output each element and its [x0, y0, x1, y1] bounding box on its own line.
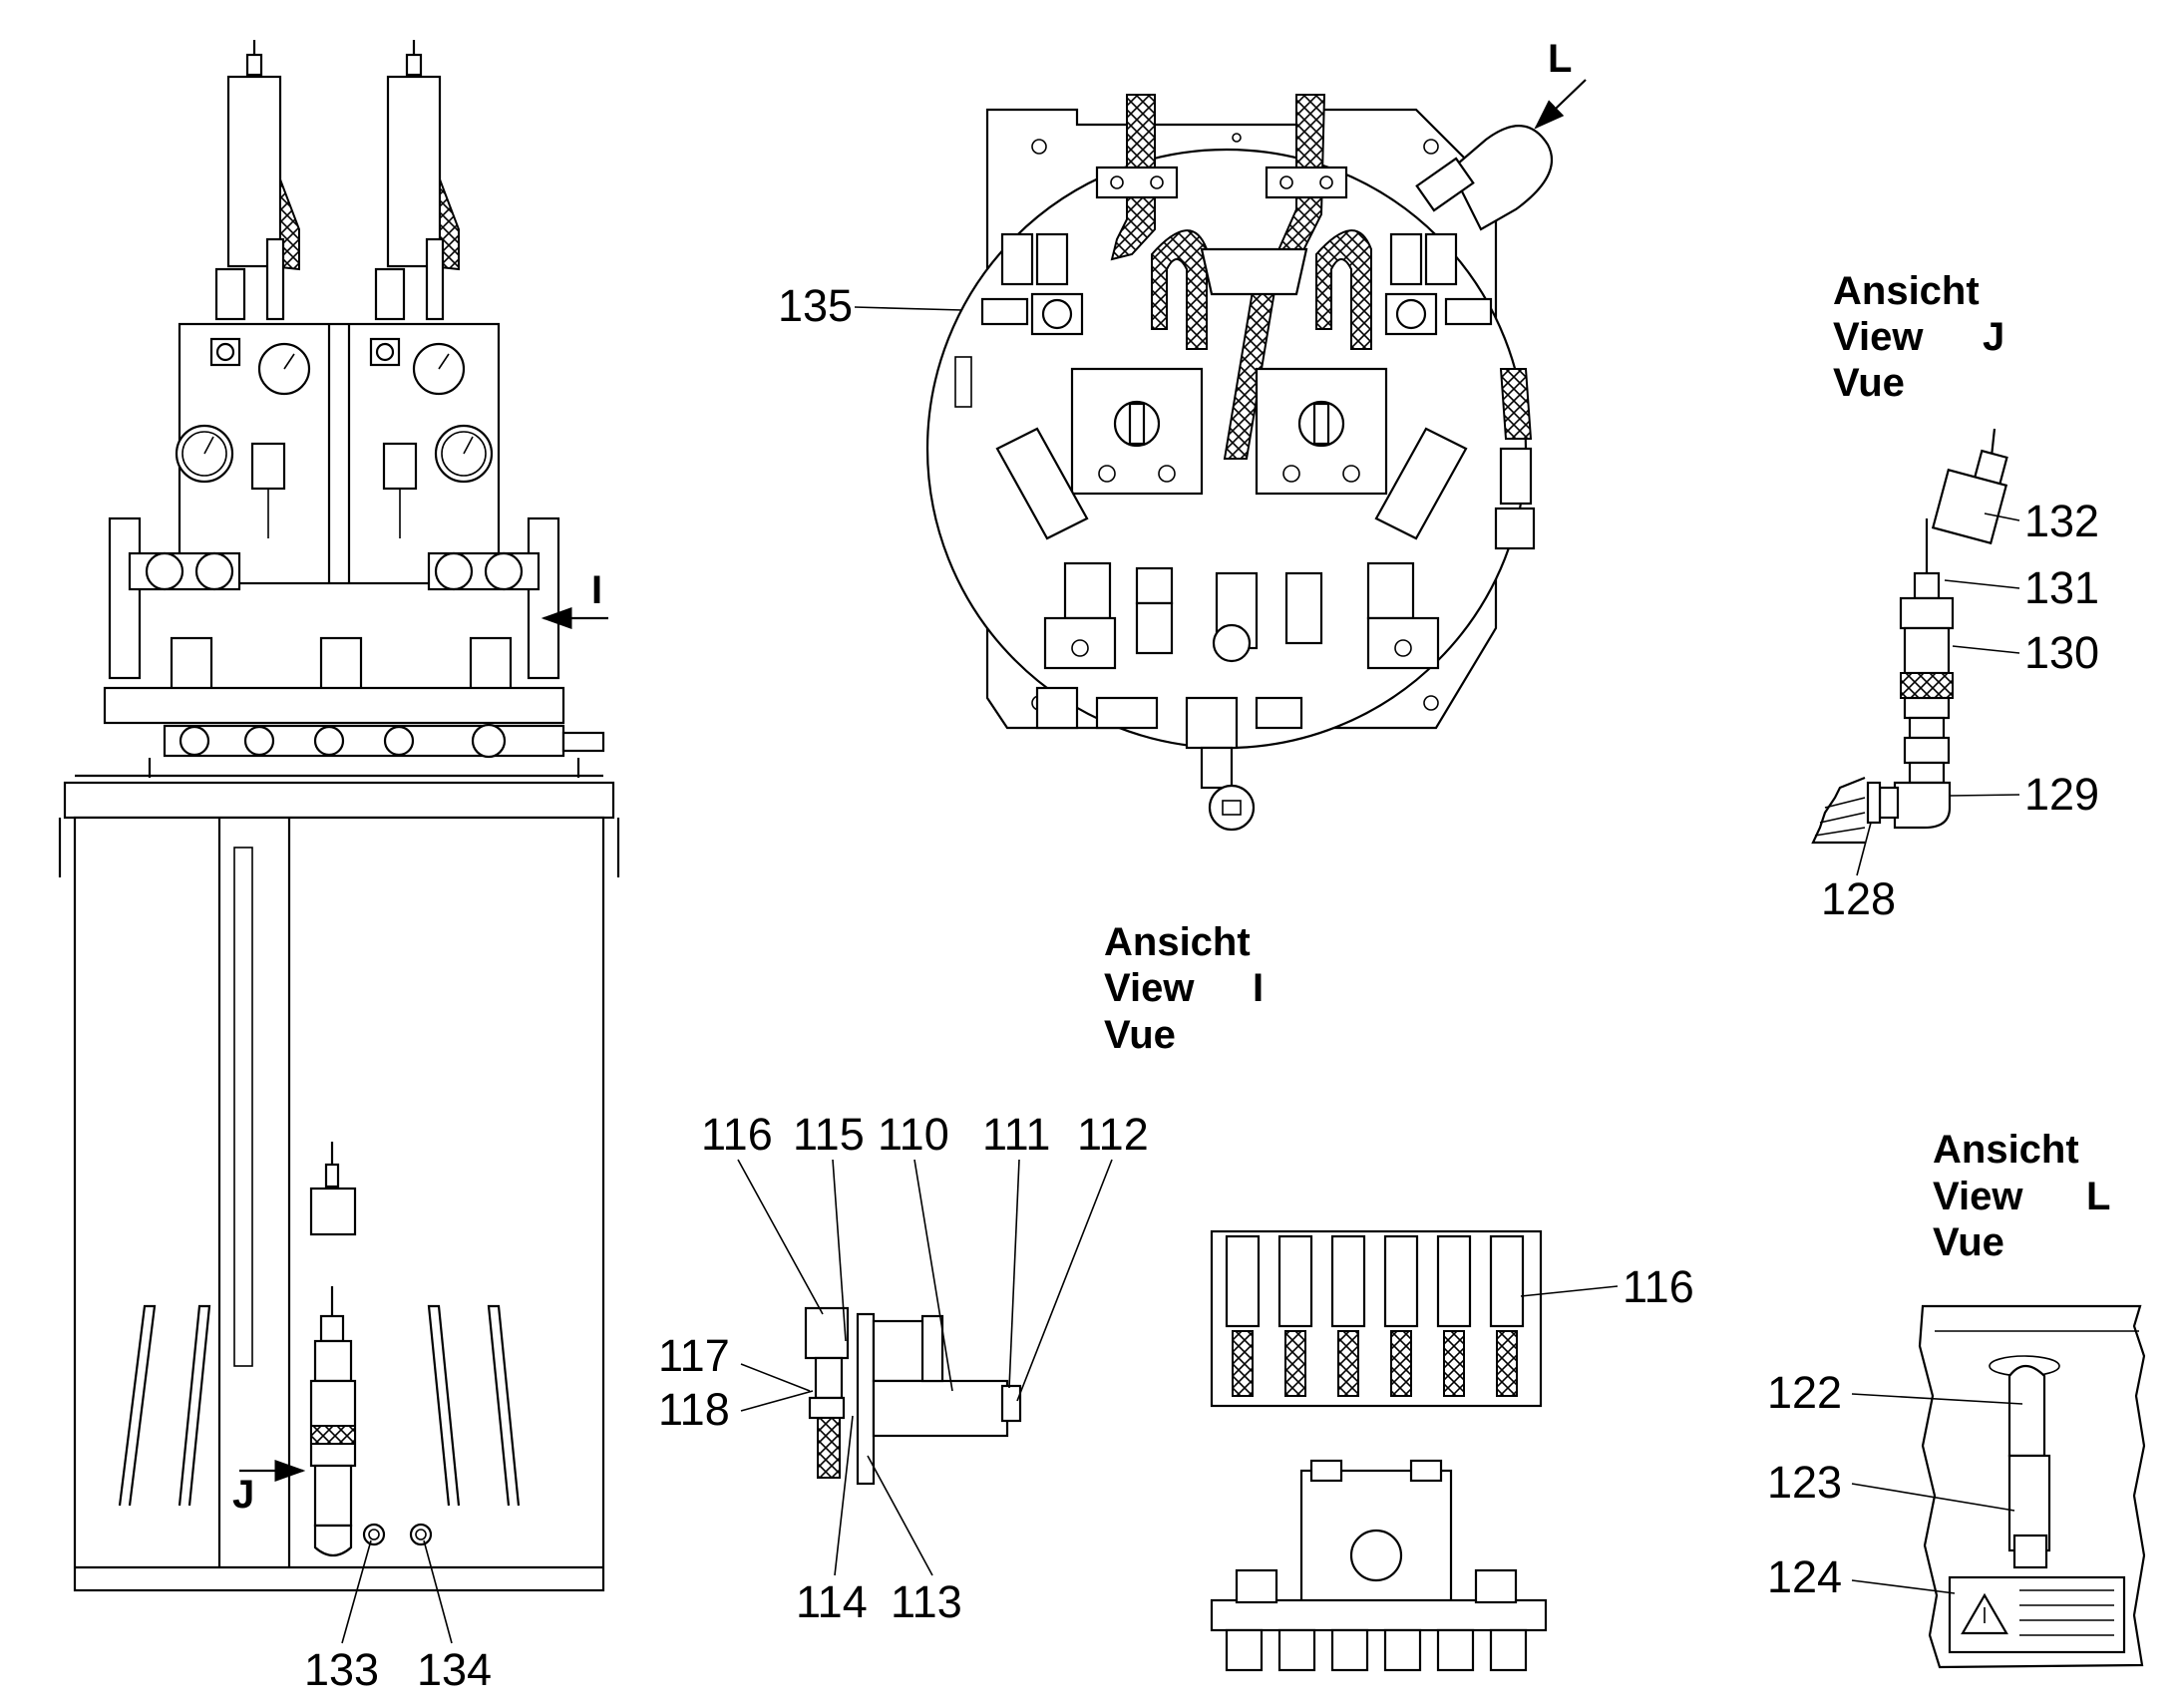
callout-118: 118 [658, 1384, 730, 1435]
callout-133: 133 [304, 1644, 379, 1695]
relay-bar [1210, 1229, 1548, 1672]
view-l-title-line3: Vue [1933, 1220, 2004, 1264]
view-j-title-line2: View [1833, 315, 1924, 359]
callout-116-bar: 116 [1623, 1261, 1694, 1312]
callout-135: 135 [778, 280, 853, 331]
view-i-title-letter: I [1253, 966, 1264, 1010]
callout-128: 128 [1821, 873, 1896, 924]
callout-129: 129 [2024, 769, 2099, 820]
view-j-title-line3: Vue [1833, 361, 1905, 405]
callout-123: 123 [1767, 1457, 1842, 1508]
callout-131: 131 [2024, 562, 2099, 613]
view-i-title-line3: Vue [1104, 1013, 1176, 1057]
callout-130: 130 [2024, 627, 2099, 678]
view-i-title-line2: View [1104, 966, 1195, 1010]
callout-115: 115 [793, 1109, 865, 1160]
cylinder-right [374, 40, 460, 321]
callout-112: 112 [1077, 1109, 1149, 1160]
view-j-drawing [1811, 428, 2008, 845]
callout-134: 134 [417, 1644, 492, 1695]
view-l-title-letter: L [2086, 1175, 2110, 1218]
view-l-title-line2: View [1933, 1175, 2023, 1218]
view-l-drawing [1918, 1304, 2146, 1669]
callout-114: 114 [796, 1576, 868, 1627]
view-j-arrow: J [232, 1460, 306, 1517]
main-assembly [58, 40, 620, 1592]
callout-111: 111 [982, 1109, 1050, 1160]
arrow-label-j: J [232, 1473, 254, 1517]
callout-110: 110 [878, 1109, 949, 1160]
view-i-drawing [925, 94, 1536, 832]
view-i-title-line1: Ansicht [1104, 920, 1251, 964]
arrow-label-l: L [1548, 37, 1572, 81]
arrow-label-i: I [591, 568, 602, 612]
relay-detail [804, 1306, 1022, 1486]
callout-122: 122 [1767, 1367, 1842, 1418]
callout-124: 124 [1767, 1551, 1842, 1602]
callout-113: 113 [891, 1576, 962, 1627]
relay-row [1225, 1234, 1525, 1397]
view-l-title-line1: Ansicht [1933, 1128, 2079, 1172]
callout-116-detail: 116 [701, 1109, 773, 1160]
view-i-arrow: I [541, 568, 608, 629]
cylinder-left [214, 40, 300, 321]
callout-132: 132 [2024, 496, 2099, 546]
view-l-arrow: L [1415, 37, 1587, 231]
view-j-title-letter: J [1983, 315, 2004, 359]
view-j-title-line1: Ansicht [1833, 269, 1980, 313]
callout-117: 117 [658, 1330, 730, 1381]
